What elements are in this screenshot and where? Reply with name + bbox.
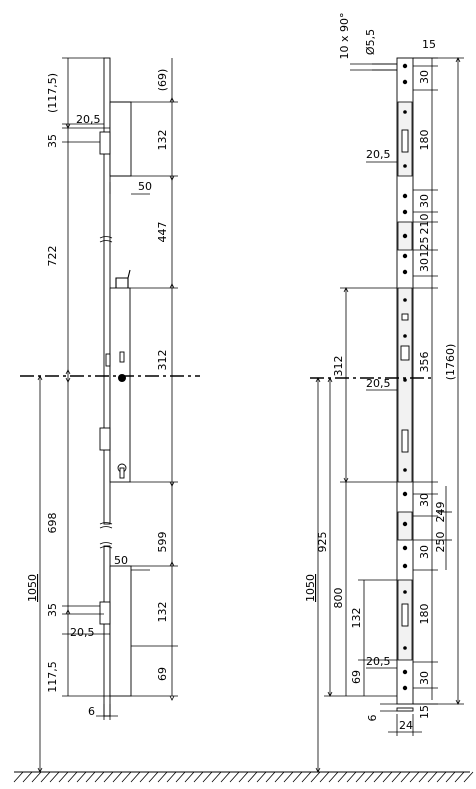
keyhole-slot — [119, 351, 125, 363]
dim-1050-left: 1050 — [26, 574, 39, 602]
dim-20-5-a: 20,5 — [366, 148, 391, 161]
side-view: (117,5) 20,5 35 722 698 1050 35 20,5 117… — [26, 57, 132, 773]
front-slot-lower — [401, 603, 409, 627]
front-slot-upper — [401, 129, 409, 153]
front-slot-main — [401, 429, 409, 453]
upper-lock-case — [109, 101, 132, 177]
dim-20-5-bottom: 20,5 — [70, 626, 95, 639]
dim-69-top: (69) — [156, 69, 169, 92]
upper-bolt — [99, 131, 111, 155]
dim-30-c: 30 — [418, 258, 431, 272]
dim-250: 250 — [434, 532, 447, 553]
dim-30-a: 30 — [418, 70, 431, 84]
dim-132-bottom: 132 — [156, 602, 169, 623]
dim-30-d: 30 — [418, 493, 431, 507]
front-main-case — [397, 287, 413, 483]
dim-20-5-c: 20,5 — [366, 655, 391, 668]
dim-50-top: 50 — [138, 180, 152, 193]
dim-117-5-bottom: 117,5 — [46, 661, 59, 693]
dim-15-bottom: 15 — [418, 705, 431, 719]
dim-6-right: 6 — [366, 715, 379, 722]
dim-210: 210 — [418, 214, 431, 235]
cylinder-slot — [119, 467, 125, 479]
dim-249: 249 — [434, 502, 447, 523]
dim-800: 800 — [332, 588, 345, 609]
dim-d5-5: Ø5,5 — [364, 29, 377, 55]
dim-132-right: 132 — [350, 608, 363, 629]
spindle-hole — [118, 374, 126, 382]
dim-132-top: 132 — [156, 130, 169, 151]
dim-1760: (1760) — [444, 344, 457, 381]
lower-lock-case — [109, 565, 132, 697]
dim-10x90: 10 x 90° — [338, 13, 351, 60]
dim-69-right: 69 — [350, 670, 363, 684]
dim-30-b: 30 — [418, 194, 431, 208]
dim-180-top: 180 — [418, 130, 431, 151]
front-view: 10 x 90° Ø5,5 15 30 180 30 210 1 — [304, 13, 464, 773]
dim-180-bottom: 180 — [418, 604, 431, 625]
faceplate-lower — [103, 545, 111, 717]
break-mark-upper — [99, 236, 113, 243]
dim-20-5-b: 20,5 — [366, 377, 391, 390]
dim-117-5-top: (117,5) — [46, 73, 59, 113]
front-slot-small — [401, 313, 409, 321]
main-bolt — [99, 427, 111, 451]
dim-30-f: 30 — [418, 671, 431, 685]
floor-hatch — [13, 771, 474, 783]
dim-6-left: 6 — [88, 705, 95, 718]
dim-125: 125 — [418, 237, 431, 258]
dim-30-e: 30 — [418, 545, 431, 559]
front-base-strip — [396, 707, 414, 712]
dim-312-right: 312 — [332, 356, 345, 377]
dim-35-bottom: 35 — [46, 603, 59, 617]
dim-1050-right: 1050 — [304, 574, 317, 602]
dim-599: 599 — [156, 532, 169, 553]
front-slot-latch — [400, 345, 410, 361]
dim-20-5-top: 20,5 — [76, 113, 101, 126]
break-mark-lower — [99, 522, 113, 549]
front-screws — [402, 63, 408, 691]
dim-312-mid: 312 — [156, 350, 169, 371]
dim-698: 698 — [46, 513, 59, 534]
dim-50-bottom: 50 — [114, 554, 128, 567]
latch-stub — [105, 353, 111, 367]
middle-dimensions: (69) 132 50 447 312 599 50 132 69 — [109, 58, 178, 701]
dim-15-top: 15 — [422, 38, 436, 51]
main-lock-case — [109, 287, 131, 483]
dim-722: 722 — [46, 246, 59, 267]
dim-35-top: 35 — [46, 134, 59, 148]
dim-356: 356 — [418, 352, 431, 373]
dim-24: 24 — [399, 719, 413, 732]
dim-69-bottom: 69 — [156, 667, 169, 681]
dim-447: 447 — [156, 222, 169, 243]
dim-925: 925 — [316, 532, 329, 553]
lower-bolt — [99, 601, 111, 625]
lever — [115, 269, 131, 288]
